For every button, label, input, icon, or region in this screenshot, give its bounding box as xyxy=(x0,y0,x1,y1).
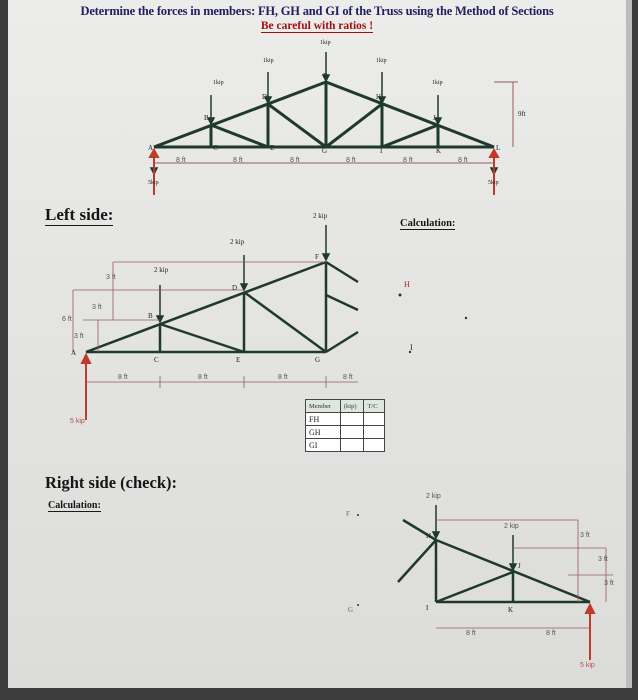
table-header: (kip) xyxy=(339,399,365,413)
load-label: 2 kip xyxy=(313,212,328,220)
load-label: 1kip xyxy=(263,58,274,64)
load-label: 1kip xyxy=(213,80,224,86)
member-name: GI xyxy=(305,438,341,452)
node-label: H xyxy=(426,532,432,540)
height-label: 3 ft xyxy=(92,304,102,311)
svg-text:G: G xyxy=(322,147,327,155)
table-row: FH xyxy=(305,412,385,426)
node-label: C xyxy=(154,356,159,364)
node-label: G xyxy=(315,356,321,364)
span-label: 8 ft xyxy=(546,630,556,637)
node-label: J xyxy=(518,562,521,570)
span-label: 8 ft xyxy=(198,374,208,381)
span-label: 8 ft xyxy=(466,630,476,637)
member-force-table: Member (kip) T/C FH GH GI xyxy=(305,399,385,452)
table-header: Member xyxy=(305,399,341,413)
span-label: 8 ft xyxy=(343,374,353,381)
node-label: F xyxy=(346,510,350,518)
height-label: 3 ft xyxy=(604,580,614,587)
svg-text:A: A xyxy=(148,144,153,152)
svg-text:J: J xyxy=(433,114,436,122)
force-cell[interactable] xyxy=(339,412,365,426)
node-label: G xyxy=(348,606,354,614)
height-label: 9ft xyxy=(518,110,526,118)
reaction-label: 5kip xyxy=(148,180,159,186)
left-side-heading: Left side: xyxy=(45,205,114,226)
svg-text:I: I xyxy=(380,147,383,155)
force-cell[interactable] xyxy=(339,438,365,452)
table-row: GH xyxy=(305,425,385,439)
calc-mark: H xyxy=(404,280,410,289)
left-calculation-heading: Calculation: xyxy=(400,218,456,230)
svg-text:F: F xyxy=(323,72,327,80)
tc-cell[interactable] xyxy=(363,425,385,439)
problem-title: Determine the forces in members: FH, GH … xyxy=(80,4,554,18)
ratio-warning: Be careful with ratios ! xyxy=(260,20,374,33)
load-label: 2 kip xyxy=(426,493,441,500)
node-label: K xyxy=(508,606,514,614)
svg-text:D: D xyxy=(262,93,267,101)
table-row: GI xyxy=(305,438,385,452)
span-label: 8 ft xyxy=(290,157,300,164)
height-label: 3 ft xyxy=(74,333,84,340)
span-label: 8 ft xyxy=(403,157,413,164)
span-label: 8 ft xyxy=(458,157,468,164)
load-label: 2 kip xyxy=(504,523,519,530)
height-label: 3 ft xyxy=(580,532,590,539)
span-label: 8 ft xyxy=(118,374,128,381)
height-label: 3 ft xyxy=(106,274,116,281)
load-label: 1kip xyxy=(432,80,443,86)
right-side-heading: Right side (check): xyxy=(45,473,177,492)
svg-text:E: E xyxy=(270,144,274,152)
node-label: B xyxy=(148,312,153,320)
span-label: 8 ft xyxy=(278,374,288,381)
node-label: E xyxy=(236,356,241,364)
svg-text:K: K xyxy=(436,147,441,155)
svg-text:B: B xyxy=(204,114,209,122)
node-label: F xyxy=(315,253,319,261)
reaction-label: 5 kip xyxy=(580,662,595,669)
worksheet-page: Determine the forces in members: FH, GH … xyxy=(8,0,632,688)
span-label: 8 ft xyxy=(233,157,243,164)
force-cell[interactable] xyxy=(339,425,365,439)
table-header-row: Member (kip) T/C xyxy=(305,399,385,413)
span-label: 8 ft xyxy=(176,157,186,164)
member-name: GH xyxy=(305,425,341,439)
calc-mark: I xyxy=(410,343,413,352)
svg-text:L: L xyxy=(496,144,500,152)
table-header: T/C xyxy=(363,399,385,413)
reaction-label: 5kip xyxy=(488,180,499,186)
svg-text:C: C xyxy=(213,144,218,152)
tc-cell[interactable] xyxy=(363,412,385,426)
load-label: 2 kip xyxy=(230,238,245,246)
node-label: I xyxy=(426,604,429,612)
height-label: 6 ft xyxy=(62,316,72,323)
reaction-label: 5 kip xyxy=(70,418,85,425)
load-label: 2 kip xyxy=(154,266,169,274)
span-label: 8 ft xyxy=(346,157,356,164)
height-label: 3 ft xyxy=(598,556,608,563)
svg-text:H: H xyxy=(376,93,381,101)
node-label: A xyxy=(71,349,77,357)
member-name: FH xyxy=(305,412,341,426)
tc-cell[interactable] xyxy=(363,438,385,452)
load-label: 1kip xyxy=(320,40,331,46)
node-label: D xyxy=(232,284,238,292)
load-label: 1kip xyxy=(376,58,387,64)
right-calculation-heading: Calculation: xyxy=(48,500,101,512)
